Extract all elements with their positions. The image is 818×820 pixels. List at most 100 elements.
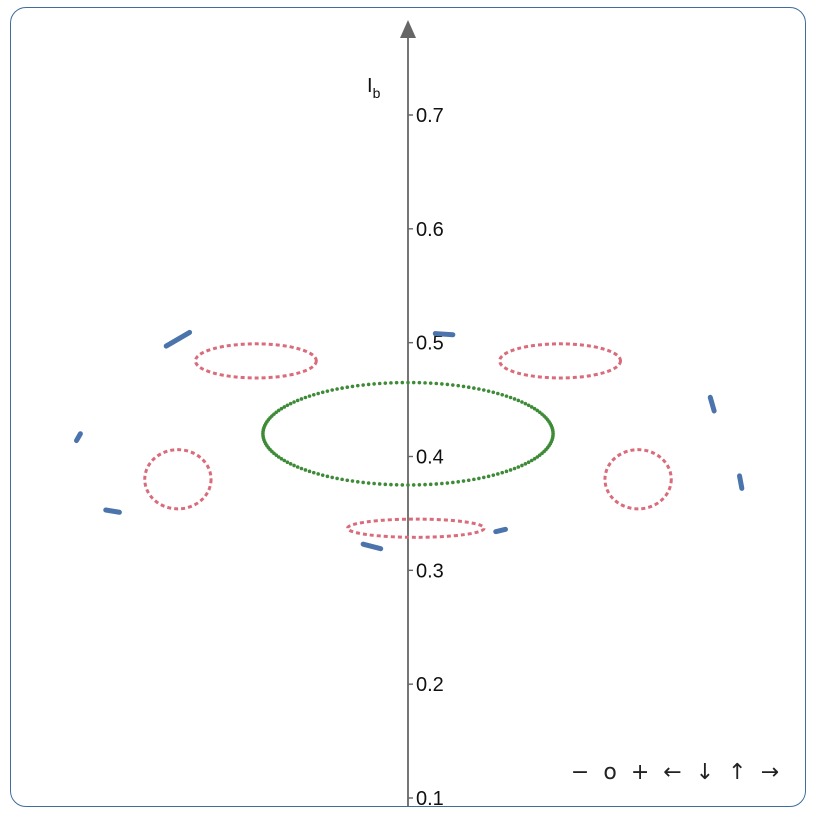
ellipse-point bbox=[504, 394, 509, 398]
ellipse-point bbox=[466, 385, 471, 390]
pan-down-button[interactable]: ↓ bbox=[695, 760, 715, 785]
ellipse-point bbox=[279, 456, 284, 461]
ellipse-point bbox=[345, 385, 350, 390]
ellipse-point bbox=[330, 388, 334, 392]
y-tick-label: 0.2 bbox=[416, 674, 444, 696]
ellipse-point bbox=[451, 480, 455, 485]
ellipse-point bbox=[345, 478, 350, 483]
chart-plot-area[interactable]: 0.10.20.30.40.50.60.7 Ib bbox=[11, 8, 806, 807]
ellipse-point bbox=[486, 389, 491, 393]
ellipse-point bbox=[535, 408, 540, 413]
ellipse-point bbox=[366, 481, 371, 485]
ellipse-point bbox=[406, 483, 410, 487]
ellipse-point bbox=[274, 410, 279, 415]
ellipse-point bbox=[276, 408, 281, 413]
y-tick-label: 0.7 bbox=[416, 105, 444, 127]
ellipse-point bbox=[482, 388, 486, 392]
ellipse-point bbox=[350, 479, 355, 483]
ellipse-point bbox=[516, 465, 521, 469]
resonance-loop bbox=[603, 448, 673, 511]
zoom-in-button[interactable]: + bbox=[630, 760, 650, 785]
island-segment bbox=[360, 541, 384, 552]
y-tick-label: 0.5 bbox=[416, 333, 444, 355]
ellipse-point bbox=[523, 462, 528, 466]
ellipse-point bbox=[440, 481, 444, 486]
ellipse-point bbox=[320, 390, 325, 395]
ellipse-point bbox=[512, 397, 517, 401]
island-segment bbox=[493, 526, 508, 535]
ellipse-point bbox=[532, 406, 537, 411]
ellipse-point bbox=[316, 472, 320, 476]
ellipse-point bbox=[532, 456, 537, 461]
ellipse-point bbox=[340, 386, 344, 390]
ellipse-point bbox=[491, 390, 496, 395]
ellipse-point bbox=[529, 405, 534, 409]
ellipse-point bbox=[500, 470, 505, 475]
island-segment bbox=[737, 473, 745, 491]
ellipse-point bbox=[428, 482, 433, 487]
ellipse-point bbox=[335, 476, 339, 481]
resonance-loop bbox=[346, 517, 486, 539]
ellipse-point bbox=[535, 455, 540, 459]
ellipse-point bbox=[383, 482, 388, 487]
ellipse-point bbox=[303, 395, 308, 400]
island-segment bbox=[163, 329, 193, 349]
ellipse-point bbox=[417, 483, 422, 487]
ellipse-point bbox=[394, 483, 399, 487]
ellipse-point bbox=[340, 477, 344, 482]
y-axis-label: Ib bbox=[367, 75, 381, 101]
ellipse-point bbox=[520, 463, 524, 468]
ellipse-point bbox=[295, 465, 300, 469]
ellipse-point bbox=[440, 382, 444, 386]
ellipse-point bbox=[456, 383, 461, 388]
y-tick-label: 0.6 bbox=[416, 219, 444, 241]
ellipse-point bbox=[372, 481, 376, 486]
ellipse-point bbox=[477, 387, 481, 391]
pan-left-button[interactable]: ← bbox=[663, 760, 682, 785]
ellipse-point bbox=[361, 383, 365, 387]
ellipse-point bbox=[496, 472, 500, 476]
ellipse-point bbox=[423, 381, 427, 385]
ellipse-point bbox=[335, 387, 339, 391]
pan-up-button[interactable]: ↑ bbox=[728, 760, 747, 785]
ellipse-point bbox=[394, 380, 399, 385]
ellipse-point bbox=[477, 476, 481, 481]
resonance-loop bbox=[193, 342, 318, 380]
ellipse-point bbox=[288, 462, 293, 466]
ellipse-point bbox=[325, 389, 330, 393]
ellipse-point bbox=[472, 386, 476, 390]
y-axis: 0.10.20.30.40.50.60.7 Ib bbox=[367, 20, 444, 807]
ellipse-point bbox=[500, 392, 505, 397]
ellipse-point bbox=[355, 479, 360, 484]
ellipse-point bbox=[423, 482, 427, 487]
ellipse-point bbox=[434, 482, 439, 486]
ellipse-point bbox=[486, 474, 491, 479]
ellipse-point bbox=[372, 382, 376, 386]
ellipse-point bbox=[491, 473, 496, 477]
ellipse-point bbox=[288, 401, 293, 406]
ellipse-point bbox=[512, 466, 517, 471]
ellipse-point bbox=[295, 398, 300, 403]
ellipse-point bbox=[285, 460, 290, 464]
ellipse-point bbox=[472, 477, 476, 482]
ellipse-point bbox=[389, 482, 393, 487]
series-layer bbox=[74, 329, 745, 552]
y-axis-arrow bbox=[400, 20, 416, 38]
ellipse-point bbox=[325, 474, 330, 479]
ellipse-point bbox=[361, 480, 365, 485]
ellipse-point bbox=[330, 475, 334, 480]
ellipse-point bbox=[311, 470, 316, 475]
pan-right-button[interactable]: → bbox=[760, 760, 779, 785]
y-ticks: 0.10.20.30.40.50.60.7 bbox=[408, 105, 444, 807]
ellipse-point bbox=[383, 381, 388, 385]
y-tick-label: 0.1 bbox=[416, 788, 444, 807]
ellipse-point bbox=[461, 384, 466, 389]
resonance-loop bbox=[498, 342, 623, 380]
reset-zoom-button[interactable]: o bbox=[603, 760, 617, 785]
ellipse-point bbox=[445, 382, 450, 387]
ellipse-point bbox=[508, 468, 513, 472]
ellipse-point bbox=[389, 381, 393, 385]
zoom-out-button[interactable]: − bbox=[570, 760, 590, 785]
ellipse-point bbox=[377, 381, 382, 386]
ellipse-point bbox=[482, 475, 486, 480]
